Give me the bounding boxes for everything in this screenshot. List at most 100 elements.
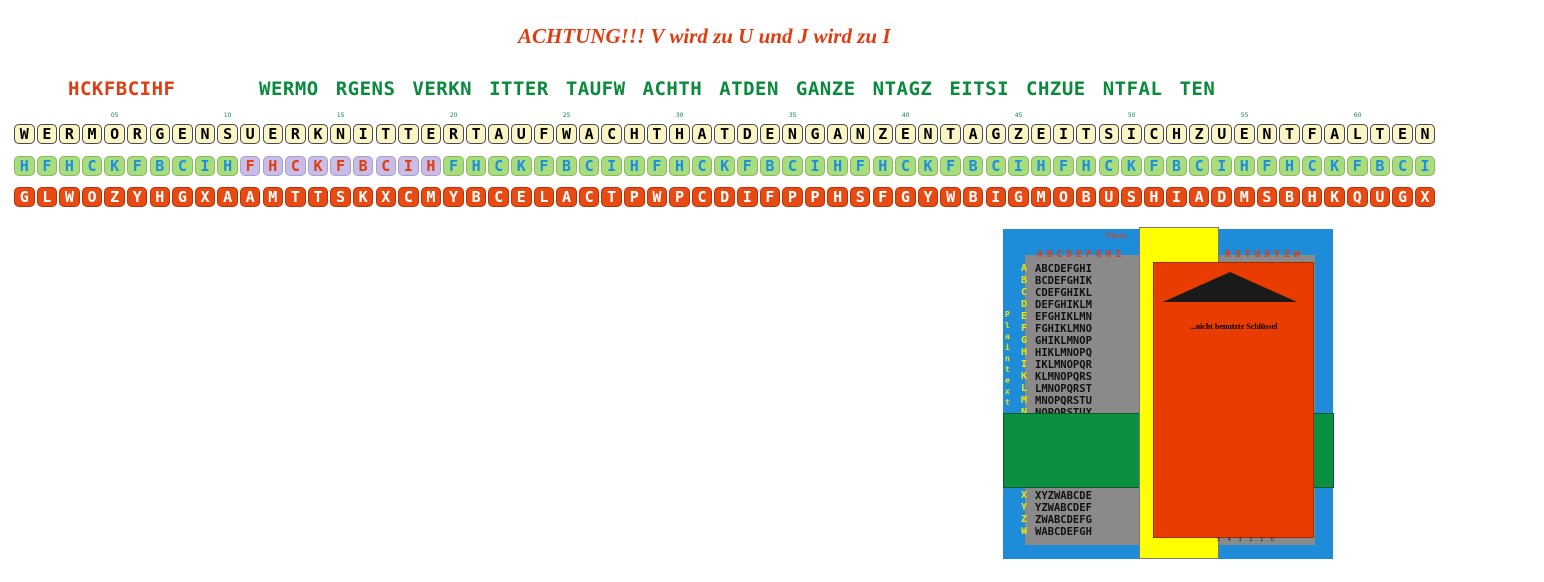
cipher-letter-cell: C	[578, 187, 600, 207]
tableau-row-label: I	[1021, 359, 1028, 370]
cipher-letter-cell: G	[1392, 187, 1413, 207]
plain-letter-cell: T	[465, 124, 487, 144]
position-index-label: 35	[788, 112, 797, 119]
side-label-letter: n	[1005, 354, 1010, 363]
plain-letter-cell: G	[149, 124, 171, 144]
plain-letter-cell: E	[1030, 124, 1052, 144]
tableau-row-label: Y	[1021, 502, 1028, 513]
plain-letter-cell: N	[917, 124, 939, 144]
plain-letter-cell: R	[285, 124, 306, 144]
plain-letter-cell: T	[1279, 124, 1300, 144]
plaintext-group: NTFAL	[1102, 78, 1163, 100]
plain-letter-cell: K	[307, 124, 329, 144]
cipher-letter-cell: T	[601, 187, 622, 207]
cipher-letter-cell: H	[1143, 187, 1165, 207]
key-letter-cell: F	[1256, 156, 1278, 176]
cipher-letter-cell: S	[1121, 187, 1142, 207]
position-index-label: 40	[901, 112, 910, 119]
tableau-row-label: W	[1021, 526, 1028, 537]
cipher-letter-cell: P	[804, 187, 826, 207]
position-index-label: 60	[1353, 112, 1362, 119]
tableau-bottom-numbers: 5 4 3 2 1 0	[1217, 537, 1278, 543]
key-letter-cell: F	[443, 156, 464, 176]
plain-letter-cell: N	[330, 124, 351, 144]
cipher-letter-cell: M	[1234, 187, 1255, 207]
warning-heading: ACHTUNG!!! V wird zu U und J wird zu I	[518, 24, 891, 48]
cipher-letter-cell: S	[330, 187, 351, 207]
plain-letter-cell: T	[398, 124, 419, 144]
plain-letter-cell: E	[759, 124, 781, 144]
key-letter-cell: C	[285, 156, 306, 176]
key-letter-cell: H	[827, 156, 848, 176]
plain-letter-cell: R	[443, 124, 464, 144]
plain-letter-cell: D	[737, 124, 758, 144]
key-letter-cell: F	[737, 156, 758, 176]
cipher-letter-cell: B	[465, 187, 487, 207]
key-letter-cell: H	[465, 156, 487, 176]
position-index-label: 20	[449, 112, 458, 119]
plain-letter-cell: T	[375, 124, 396, 144]
key-letter-cell: K	[511, 156, 532, 176]
cipher-letter-cell: B	[1279, 187, 1300, 207]
key-letter-cell: C	[985, 156, 1007, 176]
tableau-row-label: C	[1021, 287, 1028, 298]
key-letter-cell: I	[1008, 156, 1029, 176]
plain-letter-cell: A	[827, 124, 848, 144]
key-letter-cell: H	[420, 156, 442, 176]
cipher-letter-cell: E	[511, 187, 532, 207]
tableau-row-label: B	[1021, 275, 1028, 286]
plaintext-group: NTAGZ	[872, 78, 933, 100]
cipher-letter-cell: P	[782, 187, 803, 207]
cipher-letter-cell: W	[940, 187, 961, 207]
cipher-letter-cell: P	[624, 187, 645, 207]
key-letter-cell: K	[714, 156, 735, 176]
plain-letter-cell: S	[1098, 124, 1119, 144]
position-index-label: 50	[1127, 112, 1136, 119]
position-index-label: 05	[110, 112, 119, 119]
tableau-header-letter: U	[1254, 249, 1261, 260]
key-letter-cell: B	[1166, 156, 1187, 176]
cipher-letter-cell: Q	[1347, 187, 1368, 207]
cipher-letter-cell: L	[533, 187, 555, 207]
plain-letter-cell: N	[194, 124, 216, 144]
key-letter-cell: C	[1188, 156, 1210, 176]
cipher-letter-cell: D	[1211, 187, 1232, 207]
plain-letter-cell: N	[849, 124, 871, 144]
plain-letter-cell: R	[126, 124, 148, 144]
cipher-letter-cell: H	[827, 187, 848, 207]
plain-letter-cell: S	[217, 124, 238, 144]
cipher-letter-cell: S	[1256, 187, 1278, 207]
cipher-letter-cell: I	[985, 187, 1007, 207]
tableau-row-labels-top: ABCDEFGHIKLMN	[1021, 263, 1027, 419]
tableau-header-letter: Y	[1274, 249, 1281, 260]
plaintext-group: GANZE	[795, 78, 856, 100]
red-cover-card[interactable]	[1153, 262, 1314, 538]
cipher-letter-cell: F	[759, 187, 781, 207]
cipher-letter-cell: I	[1166, 187, 1187, 207]
cipher-letter-cell: M	[262, 187, 284, 207]
plain-letter-cell: I	[1053, 124, 1074, 144]
key-letter-cell: F	[1143, 156, 1165, 176]
key-letter-cell: C	[81, 156, 103, 176]
position-index-label: 30	[675, 112, 684, 119]
cipher-letter-cell: B	[1075, 187, 1097, 207]
cipher-letter-cell: P	[669, 187, 690, 207]
plain-letter-cell: L	[1347, 124, 1368, 144]
cipher-letter-cell: K	[352, 187, 374, 207]
cipher-letter-cell: G	[172, 187, 193, 207]
unused-keys-note: ...nicht benutzte Schlüssel	[1189, 322, 1278, 331]
plain-letter-cell: I	[352, 124, 374, 144]
tableau-row-label: H	[1021, 347, 1028, 358]
cipher-letter-cell: Y	[917, 187, 939, 207]
key-letter-cell: H	[59, 156, 80, 176]
plaintext-group: TAUFW	[565, 78, 626, 100]
plain-letter-cell: H	[1166, 124, 1187, 144]
tableau-row: HIKLMNOPQ	[1035, 347, 1092, 359]
key-letter-cell: H	[262, 156, 284, 176]
plain-letter-cell: T	[1369, 124, 1391, 144]
side-label-letter: l	[1005, 321, 1010, 330]
plain-letter-cell: F	[1301, 124, 1323, 144]
